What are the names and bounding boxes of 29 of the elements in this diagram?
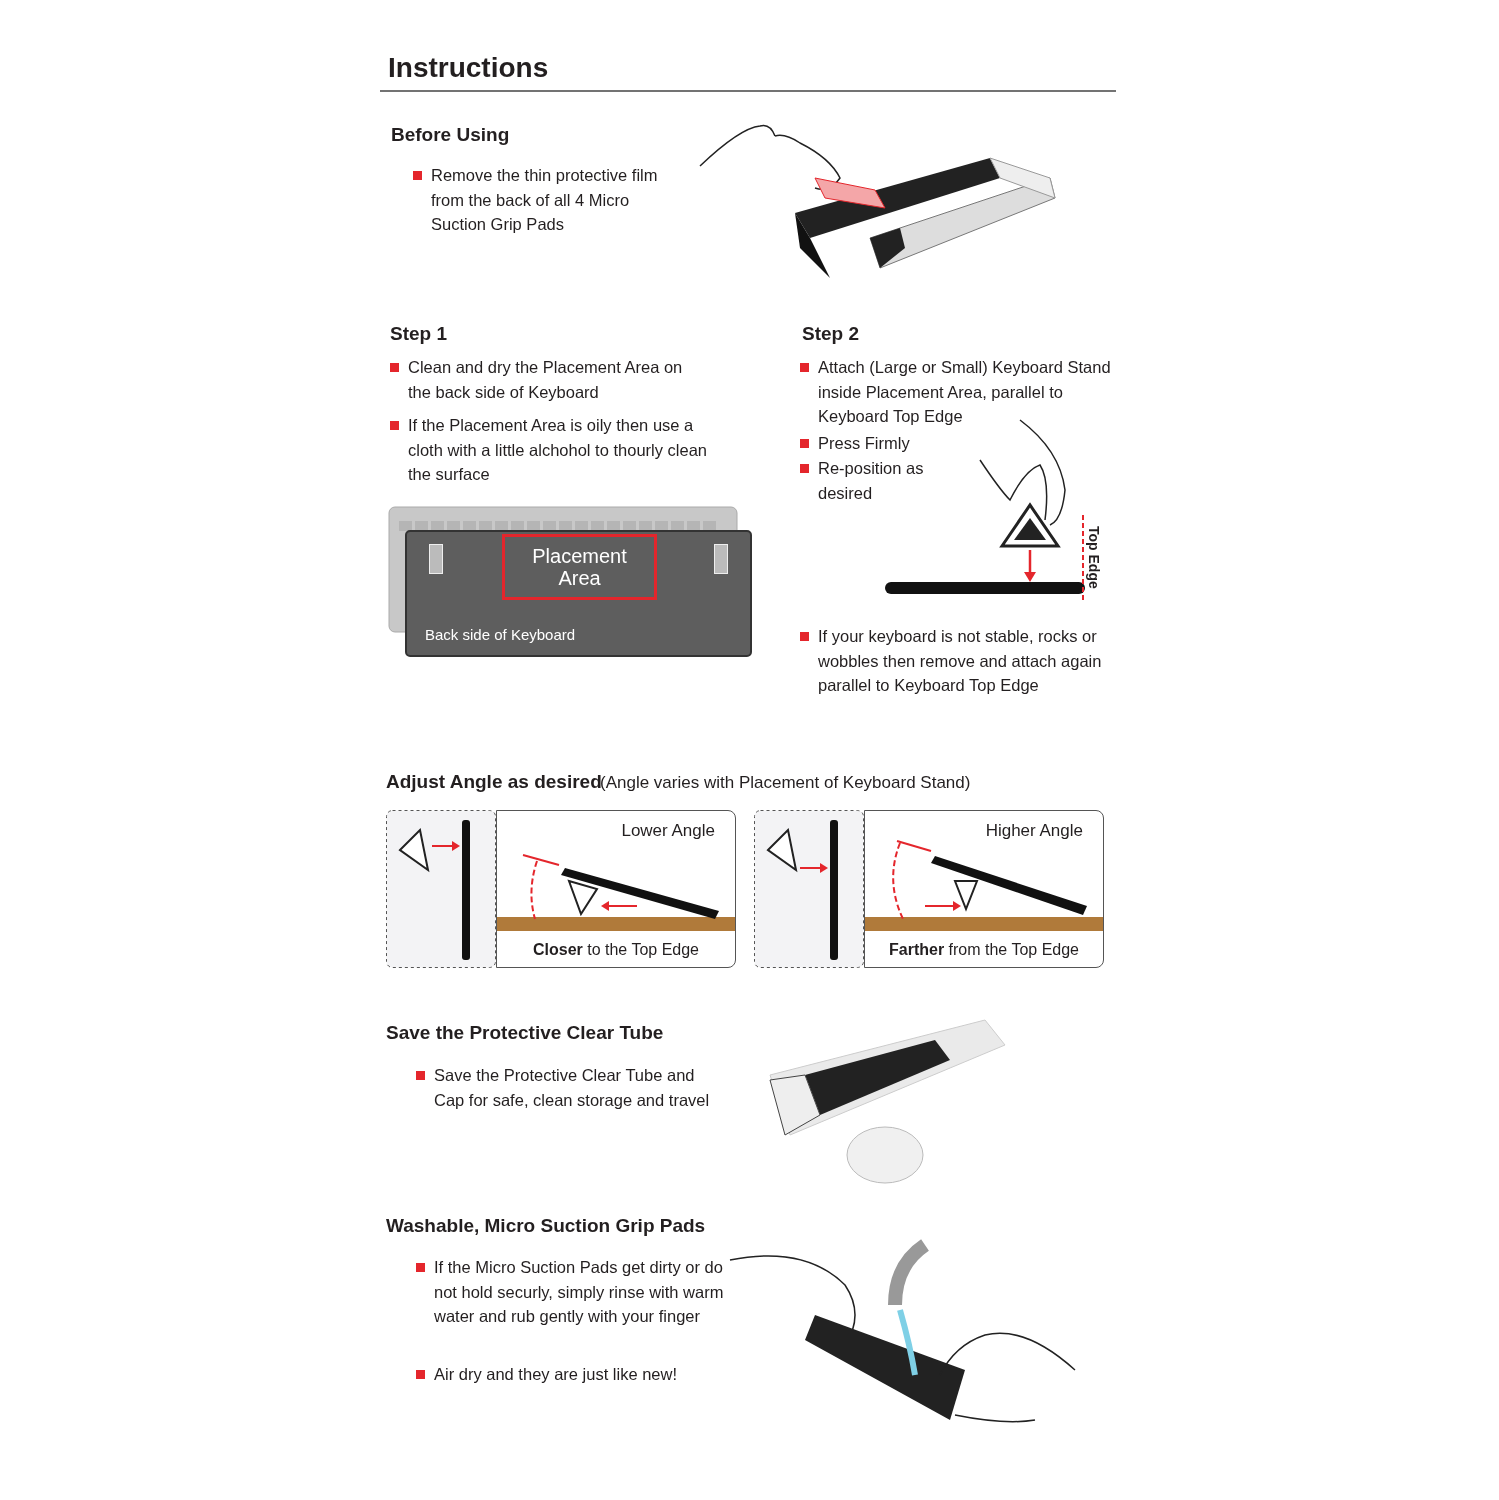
note-text: (Angle varies with Placement of Keyboard Stand) — [600, 773, 971, 793]
panel-caption: Closer to the Top Edge — [531, 941, 700, 959]
bullet-text: If the Placement Area is oily then use a cloth with a little alchohol to thourly clean the surface — [408, 415, 708, 485]
bullet-text: If the Micro Suction Pads get dirty or do not hold securly, simply rinse with warm water and rub gently with your finger — [434, 1257, 724, 1327]
side-label: Top Edge — [1086, 526, 1102, 589]
bullet-text: Save the Protective Clear Tube and Cap for safe, clean storage and travel — [434, 1065, 711, 1111]
section-heading: Before Using — [391, 124, 510, 146]
section-heading: Adjust Angle as desired — [386, 771, 602, 793]
bullet-text: If your keyboard is not stable, rocks or wobbles then remove and attach again parallel to Keyboard Top Edge — [818, 626, 1103, 696]
panel-caption: Back side of Keyboard — [425, 626, 576, 643]
section-heading: Step 1 — [390, 323, 448, 345]
panel-heading: Lower Angle — [621, 821, 715, 841]
area-label: Placement Area — [531, 545, 628, 589]
bullet-text: Re-position as desired — [818, 458, 925, 504]
keyboard-back-panel — [405, 530, 752, 657]
bullet-text: Attach (Large or Small) Keyboard Stand inside Placement Area, parallel to Keyboard Top Edge — [818, 357, 1112, 427]
section-heading: Save the Protective Clear Tube — [386, 1022, 664, 1044]
bullet-text: Remove the thin protective film from the back of all 4 Micro Suction Grip Pads — [431, 165, 659, 235]
panel-heading: Higher Angle — [985, 821, 1083, 841]
bullet-text: Clean and dry the Placement Area on the back side of Keyboard — [408, 357, 684, 403]
angle-panel — [496, 810, 736, 968]
bullet-text: Press Firmly — [818, 433, 911, 454]
bullet-text: Air dry and they are just like new! — [434, 1364, 679, 1385]
page-title: Instructions — [388, 52, 549, 84]
placement-area-box — [502, 534, 657, 600]
section-heading: Step 2 — [802, 323, 860, 345]
panel-caption: Farther from the Top Edge — [888, 941, 1080, 959]
section-heading: Washable, Micro Suction Grip Pads — [386, 1215, 706, 1237]
angle-panel — [864, 810, 1104, 968]
